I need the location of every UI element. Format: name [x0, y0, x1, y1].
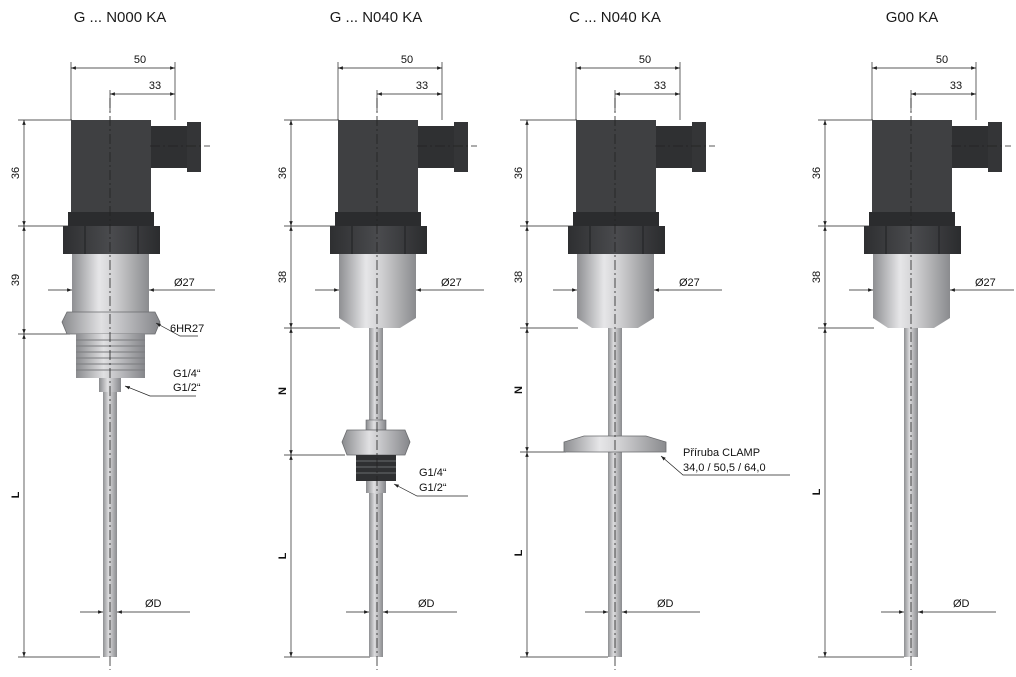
plug-cap — [988, 122, 1002, 172]
hex-nut — [63, 226, 160, 254]
callout-hex: 6HR27 — [170, 323, 204, 335]
plug-socket — [952, 126, 988, 168]
dim-body-diameter: Ø27 — [679, 277, 700, 289]
dim-offset-label: 33 — [416, 80, 428, 92]
dim-head-label: 36 — [811, 167, 823, 179]
dim-nut-label: 38 — [513, 271, 525, 283]
probe-tube — [608, 328, 622, 657]
dim-width-label: 50 — [639, 54, 651, 66]
dim-probe-diameter: ØD — [418, 598, 435, 610]
callout-thread-a: G1/4“ — [419, 467, 447, 479]
dim-offset-label: 33 — [149, 80, 161, 92]
dim-length-label: L — [513, 549, 525, 556]
connector-housing — [872, 120, 952, 212]
plug-socket — [418, 126, 454, 168]
plug-socket — [151, 126, 187, 168]
view-title: G00 KA — [886, 9, 939, 26]
seal-ring — [68, 212, 154, 226]
view-g00-ka: G00 KA 50 33 36 38 L Ø27 ØD — [811, 9, 1014, 670]
view-title: G ... N000 KA — [74, 9, 167, 26]
dim-body-diameter: Ø27 — [441, 277, 462, 289]
hex-fitting — [61, 311, 161, 335]
callout-thread-b: G1/2“ — [419, 482, 447, 494]
dim-body-diameter: Ø27 — [174, 277, 195, 289]
view-g-n040-ka: G ... N040 KA 50 33 36 38 N L — [277, 9, 484, 670]
probe-tube-upper — [369, 328, 383, 420]
hex-nut — [330, 226, 427, 254]
plug-cap — [454, 122, 468, 172]
seal-ring — [573, 212, 659, 226]
dim-length-label: L — [277, 552, 289, 559]
thread — [76, 334, 145, 378]
hex-nut — [864, 226, 961, 254]
dim-head-label: 36 — [277, 167, 289, 179]
callout-thread-b: G1/2“ — [173, 382, 201, 394]
dim-body-diameter: Ø27 — [975, 277, 996, 289]
plug-socket — [656, 126, 692, 168]
view-c-n040-ka: C ... N040 KA 50 33 36 38 N L — [513, 9, 790, 670]
dim-probe-diameter: ØD — [657, 598, 674, 610]
seal-ring — [869, 212, 955, 226]
view-title: C ... N040 KA — [569, 9, 661, 26]
plug-cap — [187, 122, 201, 172]
dim-offset-label: 33 — [950, 80, 962, 92]
dim-n-label: N — [513, 386, 525, 394]
view-g-n000-ka: G ... N000 KA 50 33 36 39 L — [10, 9, 215, 670]
probe-tube — [369, 493, 383, 657]
dim-offset-label: 33 — [654, 80, 666, 92]
sensor-body — [72, 254, 149, 312]
dim-width-label: 50 — [134, 54, 146, 66]
dim-head-label: 36 — [10, 167, 22, 179]
dim-width-label: 50 — [936, 54, 948, 66]
callout-clamp-name: Příruba CLAMP — [683, 447, 760, 459]
seal-ring — [335, 212, 421, 226]
plug-cap — [692, 122, 706, 172]
thread — [356, 455, 396, 481]
sensor-body — [577, 254, 654, 328]
dim-head-label: 36 — [513, 167, 525, 179]
hex-nut — [568, 226, 665, 254]
view-title: G ... N040 KA — [330, 9, 423, 26]
dim-nut-label: 38 — [811, 271, 823, 283]
dim-length-label: L — [811, 488, 823, 495]
callout-clamp-sizes: 34,0 / 50,5 / 64,0 — [683, 462, 766, 474]
sensor-body — [873, 254, 950, 328]
dim-width-label: 50 — [401, 54, 413, 66]
connector-housing — [71, 120, 151, 212]
dim-probe-diameter: ØD — [953, 598, 970, 610]
dim-length-label: L — [10, 491, 22, 498]
connector-housing — [338, 120, 418, 212]
dim-n-label: N — [277, 387, 289, 395]
dim-probe-diameter: ØD — [145, 598, 162, 610]
dim-nut-label: 39 — [10, 274, 22, 286]
sensor-body — [339, 254, 416, 328]
dim-nut-label: 38 — [277, 271, 289, 283]
hex-fitting — [341, 429, 411, 456]
callout-thread-a: G1/4“ — [173, 368, 201, 380]
probe-tube — [904, 328, 918, 657]
probe-tube — [103, 392, 117, 657]
connector-housing — [576, 120, 656, 212]
